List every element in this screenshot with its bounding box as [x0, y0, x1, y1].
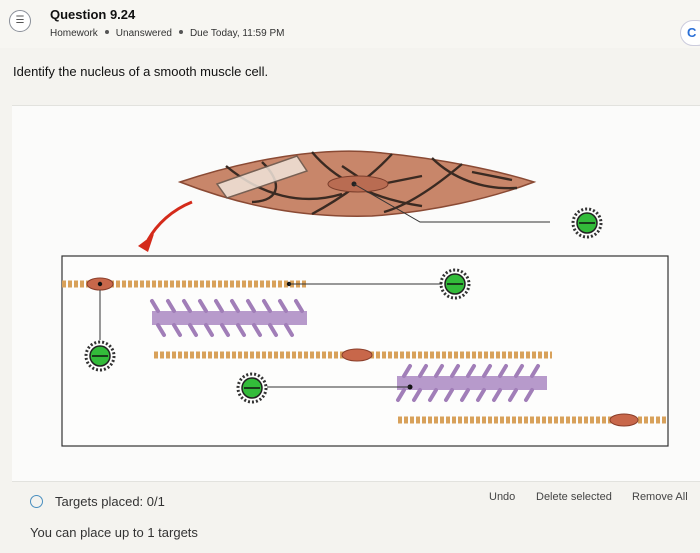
- hotspot-image-area[interactable]: [12, 105, 700, 482]
- question-status: Unanswered: [115, 28, 172, 39]
- smooth-muscle-diagram[interactable]: [12, 106, 700, 481]
- target-marker-icon[interactable]: [439, 268, 471, 300]
- separator-dot: [178, 30, 183, 34]
- red-curved-arrow-icon: [138, 200, 193, 252]
- target-marker-icon[interactable]: [571, 207, 603, 239]
- remove-all-button[interactable]: Remove All: [632, 491, 688, 503]
- side-panel-button[interactable]: C: [680, 20, 700, 46]
- question-category: Homework: [50, 28, 98, 39]
- question-title: Question 9.24: [50, 7, 136, 22]
- question-header: ☰ Question 9.24 Homework Unanswered Due To…: [0, 0, 700, 48]
- status-ring-icon: [30, 495, 43, 509]
- smooth-muscle-cell[interactable]: [177, 150, 537, 217]
- target-marker-icon[interactable]: [84, 340, 116, 372]
- question-due: Due Today, 11:59 PM: [189, 28, 285, 39]
- question-prompt: Identify the nucleus of a smooth muscle …: [13, 64, 269, 79]
- targets-placed-text: Targets placed: 0/1: [55, 494, 165, 509]
- target-marker-icon[interactable]: [236, 372, 268, 404]
- question-list-icon[interactable]: ☰: [9, 10, 31, 32]
- separator-dot: [104, 30, 109, 34]
- question-meta: Homework Unanswered Due Today, 11:59 PM: [50, 28, 284, 39]
- targets-limit-text: You can place up to 1 targets: [30, 525, 198, 540]
- delete-selected-button[interactable]: Delete selected: [536, 491, 612, 503]
- undo-button[interactable]: Undo: [489, 491, 516, 503]
- targets-placed-status: Targets placed: 0/1: [30, 494, 165, 509]
